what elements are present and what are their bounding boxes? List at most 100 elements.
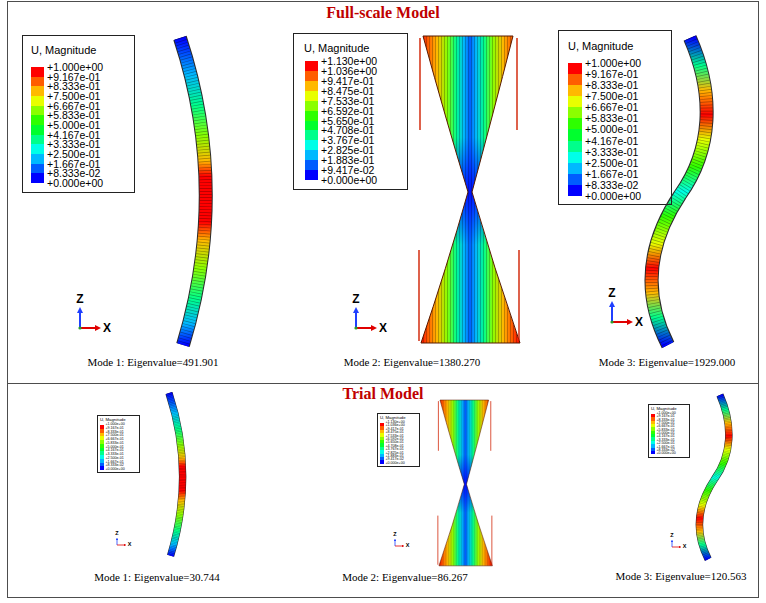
legend-swatch — [31, 86, 44, 96]
axis-label: Z — [352, 293, 359, 305]
legend-swatch — [31, 77, 44, 87]
legend-swatch — [568, 141, 582, 152]
beam-outline — [651, 38, 706, 345]
axis-origin — [610, 320, 613, 323]
legend-value: +4.708e-01 — [321, 125, 374, 136]
axis-label: Z — [670, 533, 673, 539]
z-axis-arrow — [395, 541, 396, 546]
axis-label: Z — [115, 531, 118, 537]
mode-caption: Mode 1: Eigenvalue=30.744 — [94, 572, 220, 583]
legend-value: +1.000e+00 — [585, 58, 641, 69]
legend-title: U, Magnitude — [651, 407, 677, 411]
axis-label: Z — [393, 532, 396, 538]
legend-swatch — [305, 150, 318, 160]
legend-value: +7.533e-01 — [321, 95, 374, 106]
legend-swatch — [31, 115, 44, 125]
legend-swatch — [305, 121, 318, 131]
legend-swatch — [568, 174, 582, 185]
legend-swatch — [568, 63, 582, 74]
legend-swatch — [100, 466, 104, 470]
legend-swatch — [31, 67, 44, 77]
axis-origin — [354, 326, 357, 329]
beam-contour — [180, 38, 206, 345]
legend-swatch — [31, 135, 44, 145]
legend-swatch — [305, 111, 318, 121]
legend-swatch — [305, 140, 318, 150]
z-axis-arrow — [355, 313, 357, 328]
z-axis-arrow — [611, 307, 613, 322]
legend-title: U, Magnitude — [568, 41, 633, 52]
axis-label: Z — [76, 293, 83, 305]
legend-swatch — [568, 85, 582, 96]
legend-swatch — [305, 101, 318, 111]
twist-contour — [421, 36, 520, 343]
trial-mode3-beam — [699, 395, 729, 559]
legend-swatch — [568, 163, 582, 174]
legend-title: U, Magnitude — [380, 416, 406, 420]
axis-triad — [117, 540, 124, 545]
x-axis-arrow — [117, 545, 124, 546]
legend-value: +6.667e-01 — [585, 102, 638, 113]
legend-swatch — [568, 74, 582, 85]
legend-title: U, Magnitude — [31, 45, 96, 56]
axis-label: Z — [608, 287, 615, 299]
mode-caption: Mode 1: Eigenvalue=491.901 — [87, 357, 218, 368]
beam-contour — [651, 38, 706, 345]
legend-swatch — [651, 451, 655, 455]
axis-label: X — [683, 544, 687, 550]
x-axis-arrow — [612, 321, 627, 323]
axis-triad — [610, 307, 627, 324]
legend-value: +9.417e-01 — [321, 76, 374, 87]
panel-title: Trial Model — [8, 385, 758, 403]
z-axis-arrow — [672, 542, 673, 547]
legend-value: +1.036e+00 — [321, 66, 377, 77]
twist-mesh — [421, 36, 520, 343]
axis-label: X — [128, 542, 132, 548]
legend-value: +2.825e-01 — [321, 145, 374, 156]
legend-swatch — [31, 106, 44, 116]
legend-value: +0.000e+00 — [106, 468, 125, 472]
mode1-beam — [180, 38, 206, 345]
legend-value: +2.500e-01 — [585, 157, 638, 168]
legend-value: +8.333e-01 — [585, 80, 638, 91]
trial-mode2-twist — [438, 400, 493, 566]
legend-value: +0.000e+00 — [47, 178, 103, 189]
axis-triad — [78, 313, 95, 330]
legend-swatch — [305, 71, 318, 81]
legend-swatch — [305, 160, 318, 170]
legend-swatch — [31, 125, 44, 135]
trial-mode1-beam — [169, 393, 183, 556]
legend-value: +5.000e-01 — [585, 124, 638, 135]
axis-label: X — [406, 543, 410, 549]
axis-triad — [395, 541, 402, 546]
legend-value: +0.000e+00 — [657, 452, 676, 456]
legend-swatch — [568, 129, 582, 140]
panel-title: Full-scale Model — [8, 4, 758, 22]
twist-node-shade — [421, 36, 520, 343]
legend-swatch — [305, 170, 318, 180]
mode2-twist — [419, 36, 520, 343]
x-axis-arrow — [672, 547, 679, 548]
mode-caption: Mode 3: Eigenvalue=120.563 — [615, 571, 746, 582]
legend-value: +9.167e-01 — [585, 69, 638, 80]
legend-swatch — [305, 91, 318, 101]
legend-value: +5.650e-01 — [321, 115, 374, 126]
x-axis-arrow — [395, 546, 402, 547]
legend-value: +7.500e-01 — [585, 91, 638, 102]
twist-outline — [421, 36, 520, 343]
legend-swatch — [568, 107, 582, 118]
mode-caption: Mode 3: Eigenvalue=1929.000 — [599, 357, 736, 368]
legend-swatch — [305, 130, 318, 140]
legend-value: +3.333e-01 — [585, 146, 638, 157]
axis-label: X — [635, 316, 643, 328]
legend-value: +9.417e-02 — [321, 165, 374, 176]
legend-value: +6.592e-01 — [321, 105, 374, 116]
legend-value: +0.000e+00 — [386, 462, 405, 466]
legend-value: +1.883e-01 — [321, 155, 374, 166]
legend-value: +4.167e-01 — [585, 135, 638, 146]
legend-value: +5.833e-01 — [585, 113, 638, 124]
beam-outline — [180, 38, 206, 345]
x-axis-arrow — [80, 327, 95, 329]
